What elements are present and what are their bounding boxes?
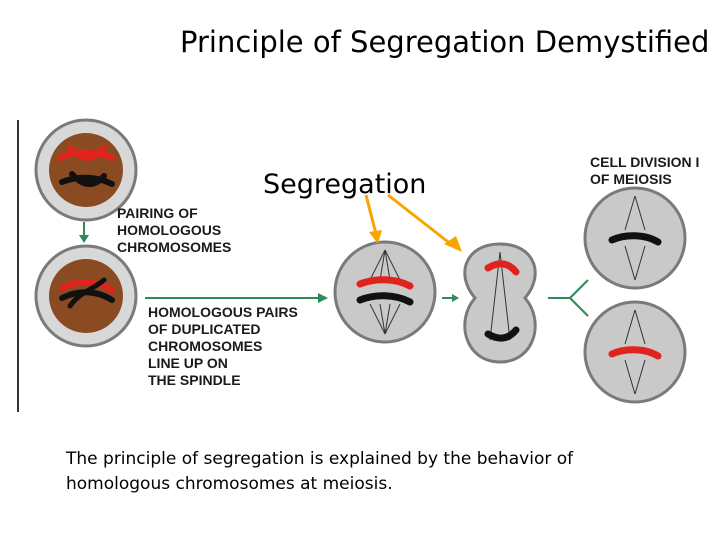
cell-before-pairing [34, 118, 138, 222]
cell-paired [34, 244, 138, 348]
arrow-branch-green [548, 279, 589, 317]
segregation-label: Segregation [263, 169, 427, 200]
cell-anaphase [463, 242, 537, 364]
chromosome-pair-cell2 [59, 277, 115, 309]
daughter-cell-lower [583, 300, 687, 404]
arrow-down-green [79, 222, 89, 243]
arrow-segregation-to-anaphase [387, 193, 462, 252]
caption: The principle of segregation is explaine… [66, 449, 574, 494]
arrow-small-green [442, 294, 459, 302]
chromosome-black-cell1 [59, 171, 115, 187]
arrow-segregation-to-metaphase [364, 194, 382, 244]
slide-title: Principle of Segregation Demystified [180, 25, 710, 59]
arrow-right-green [145, 293, 328, 303]
line-up-label: HOMOLOGOUS PAIRS OF DUPLICATED CHROMOSOM… [148, 304, 298, 388]
cell-metaphase [333, 240, 437, 344]
cell-division-label: CELL DIVISION I OF MEIOSIS [590, 154, 700, 187]
chromosome-red-cell1 [57, 145, 115, 161]
pairing-label: PAIRING OF HOMOLOGOUS CHROMOSOMES [117, 205, 232, 255]
daughter-cell-upper [583, 186, 687, 290]
